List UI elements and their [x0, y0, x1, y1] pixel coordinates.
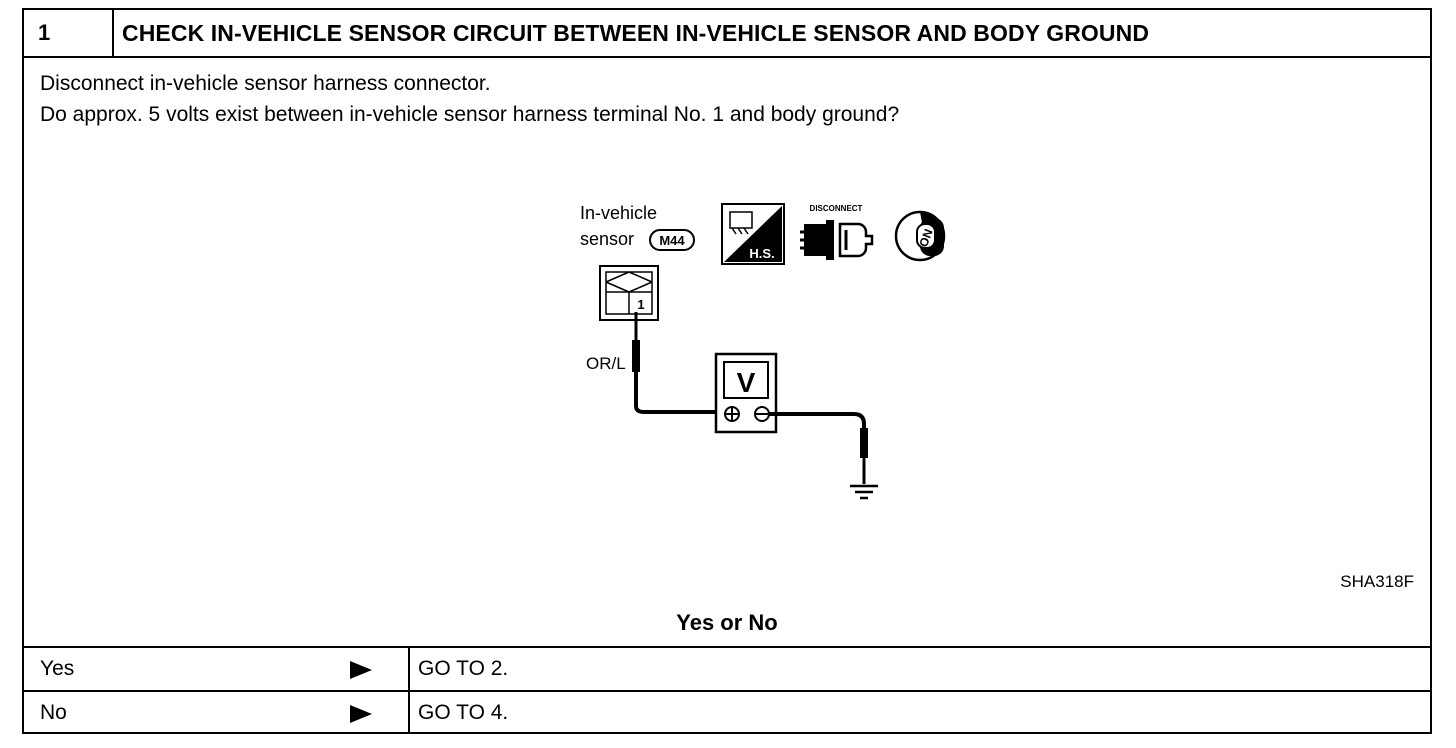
answer-key: No	[40, 701, 67, 724]
connector-id: M44	[659, 233, 685, 248]
disconnect-icon: DISCONNECT	[800, 204, 874, 260]
answer-row-no: No GO TO 4.	[24, 690, 1430, 734]
terminal-number: 1	[637, 297, 644, 312]
probe-negative	[769, 412, 868, 484]
arrow-right-icon	[350, 705, 372, 723]
disconnect-text: DISCONNECT	[810, 204, 863, 213]
answer-row-yes: Yes GO TO 2.	[24, 646, 1430, 690]
harness-side-icon: H.S.	[721, 203, 785, 265]
on-text: ON	[916, 227, 935, 249]
ignition-on-icon: ON	[894, 210, 946, 262]
circuit-diagram: In-vehicle sensor M44 H.S. DISCONNECT ON	[580, 203, 946, 500]
arrow-right-icon	[350, 661, 372, 679]
probe-positive	[632, 312, 716, 414]
step-number: 1	[24, 10, 114, 56]
meter-symbol: V	[737, 367, 756, 398]
instructions: Disconnect in-vehicle sensor harness con…	[40, 68, 899, 130]
voltmeter: V	[714, 352, 778, 434]
instruction-line: Disconnect in-vehicle sensor harness con…	[40, 72, 491, 95]
answer-key: Yes	[40, 657, 75, 680]
column-divider	[408, 648, 410, 690]
hs-text: H.S.	[749, 246, 774, 261]
sensor-label-line2: sensor	[580, 229, 634, 249]
result-prompt: Yes or No	[676, 610, 778, 635]
sensor-connector: 1	[599, 265, 659, 321]
answer-action: GO TO 4.	[418, 701, 509, 724]
instruction-line: Do approx. 5 volts exist between in-vehi…	[40, 103, 900, 126]
figure-code: SHA318F	[1340, 572, 1414, 591]
ground-icon	[850, 484, 878, 500]
wire-color-label: OR/L	[586, 354, 626, 373]
step-title: CHECK IN-VEHICLE SENSOR CIRCUIT BETWEEN …	[122, 20, 1150, 46]
answer-action: GO TO 2.	[418, 657, 509, 680]
sensor-label-line1: In-vehicle	[580, 203, 657, 223]
connector-id-badge: M44	[649, 229, 695, 251]
check-step-panel: 1 CHECK IN-VEHICLE SENSOR CIRCUIT BETWEE…	[22, 8, 1432, 734]
step-header: 1 CHECK IN-VEHICLE SENSOR CIRCUIT BETWEE…	[24, 10, 1430, 58]
column-divider	[408, 692, 410, 734]
